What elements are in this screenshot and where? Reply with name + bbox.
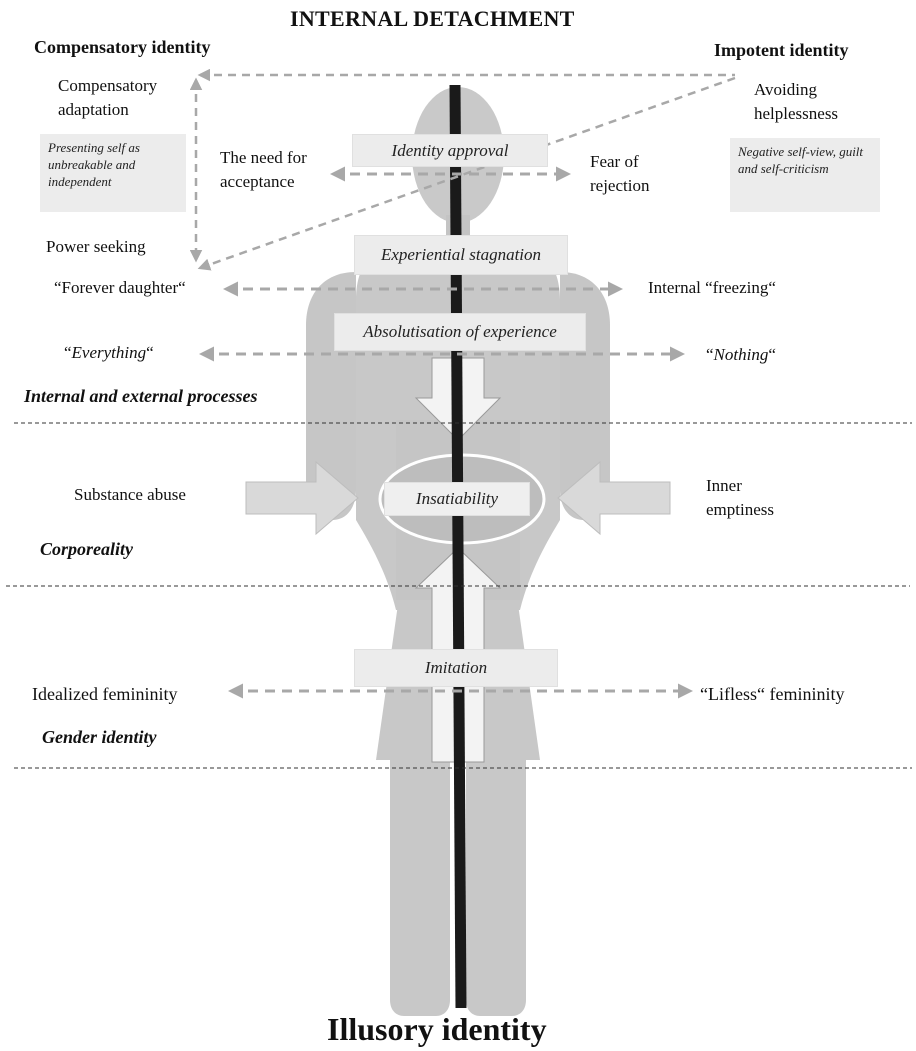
everything-word: Everything bbox=[72, 343, 147, 362]
experiential-stagnation-box: Experiential stagnation bbox=[354, 235, 568, 275]
internal-freezing-label: Internal “freezing“ bbox=[648, 278, 776, 298]
section-processes-label: Internal and external processes bbox=[24, 386, 258, 408]
power-seeking-label: Power seeking bbox=[46, 237, 146, 257]
need-for-acceptance-line1: The need for bbox=[220, 148, 307, 168]
forever-daughter-label: “Forever daughter“ bbox=[54, 278, 186, 298]
lifless-femininity-label: “Lifless“ femininity bbox=[700, 684, 844, 706]
idealized-femininity-label: Idealized femininity bbox=[32, 684, 177, 706]
nothing-label: “Nothing“ bbox=[706, 345, 776, 365]
substance-abuse-label: Substance abuse bbox=[74, 485, 186, 505]
illusory-identity-title: Illusory identity bbox=[327, 1010, 547, 1048]
section-gender-identity-label: Gender identity bbox=[42, 727, 157, 749]
section-corporeality-label: Corporeality bbox=[40, 539, 133, 561]
need-for-acceptance-line2: acceptance bbox=[220, 172, 295, 192]
figure-right-leg bbox=[466, 760, 526, 1016]
absolutisation-box: Absolutisation of experience bbox=[334, 313, 586, 351]
fear-of-rejection-line1: Fear of bbox=[590, 152, 639, 172]
inner-emptiness-line1: Inner bbox=[706, 476, 742, 496]
avoiding-helplessness-line2: helplessness bbox=[754, 104, 838, 124]
fear-of-rejection-line2: rejection bbox=[590, 176, 649, 196]
impotent-identity-heading: Impotent identity bbox=[714, 40, 849, 62]
negative-self-view-note: Negative self-view, guilt and self-criti… bbox=[730, 138, 880, 212]
avoiding-helplessness-line1: Avoiding bbox=[754, 80, 817, 100]
spine-line bbox=[455, 85, 461, 1008]
imitation-box: Imitation bbox=[354, 649, 558, 687]
compensatory-adaptation-line1: Compensatory bbox=[58, 76, 157, 96]
inner-emptiness-line2: emptiness bbox=[706, 500, 774, 520]
compensatory-identity-heading: Compensatory identity bbox=[34, 37, 211, 59]
nothing-open-quote: “ bbox=[706, 345, 714, 364]
everything-label: “Everything“ bbox=[64, 343, 154, 363]
everything-open-quote: “ bbox=[64, 343, 72, 362]
figure-left-leg bbox=[390, 760, 450, 1016]
insatiability-box: Insatiability bbox=[384, 482, 530, 516]
identity-approval-box: Identity approval bbox=[352, 134, 548, 167]
nothing-word: Nothing bbox=[714, 345, 769, 364]
nothing-close-quote: “ bbox=[768, 345, 776, 364]
everything-close-quote: “ bbox=[146, 343, 154, 362]
presenting-self-note: Presenting self as unbreakable and indep… bbox=[40, 134, 186, 212]
diagram-title: INTERNAL DETACHMENT bbox=[290, 6, 575, 32]
compensatory-adaptation-line2: adaptation bbox=[58, 100, 129, 120]
